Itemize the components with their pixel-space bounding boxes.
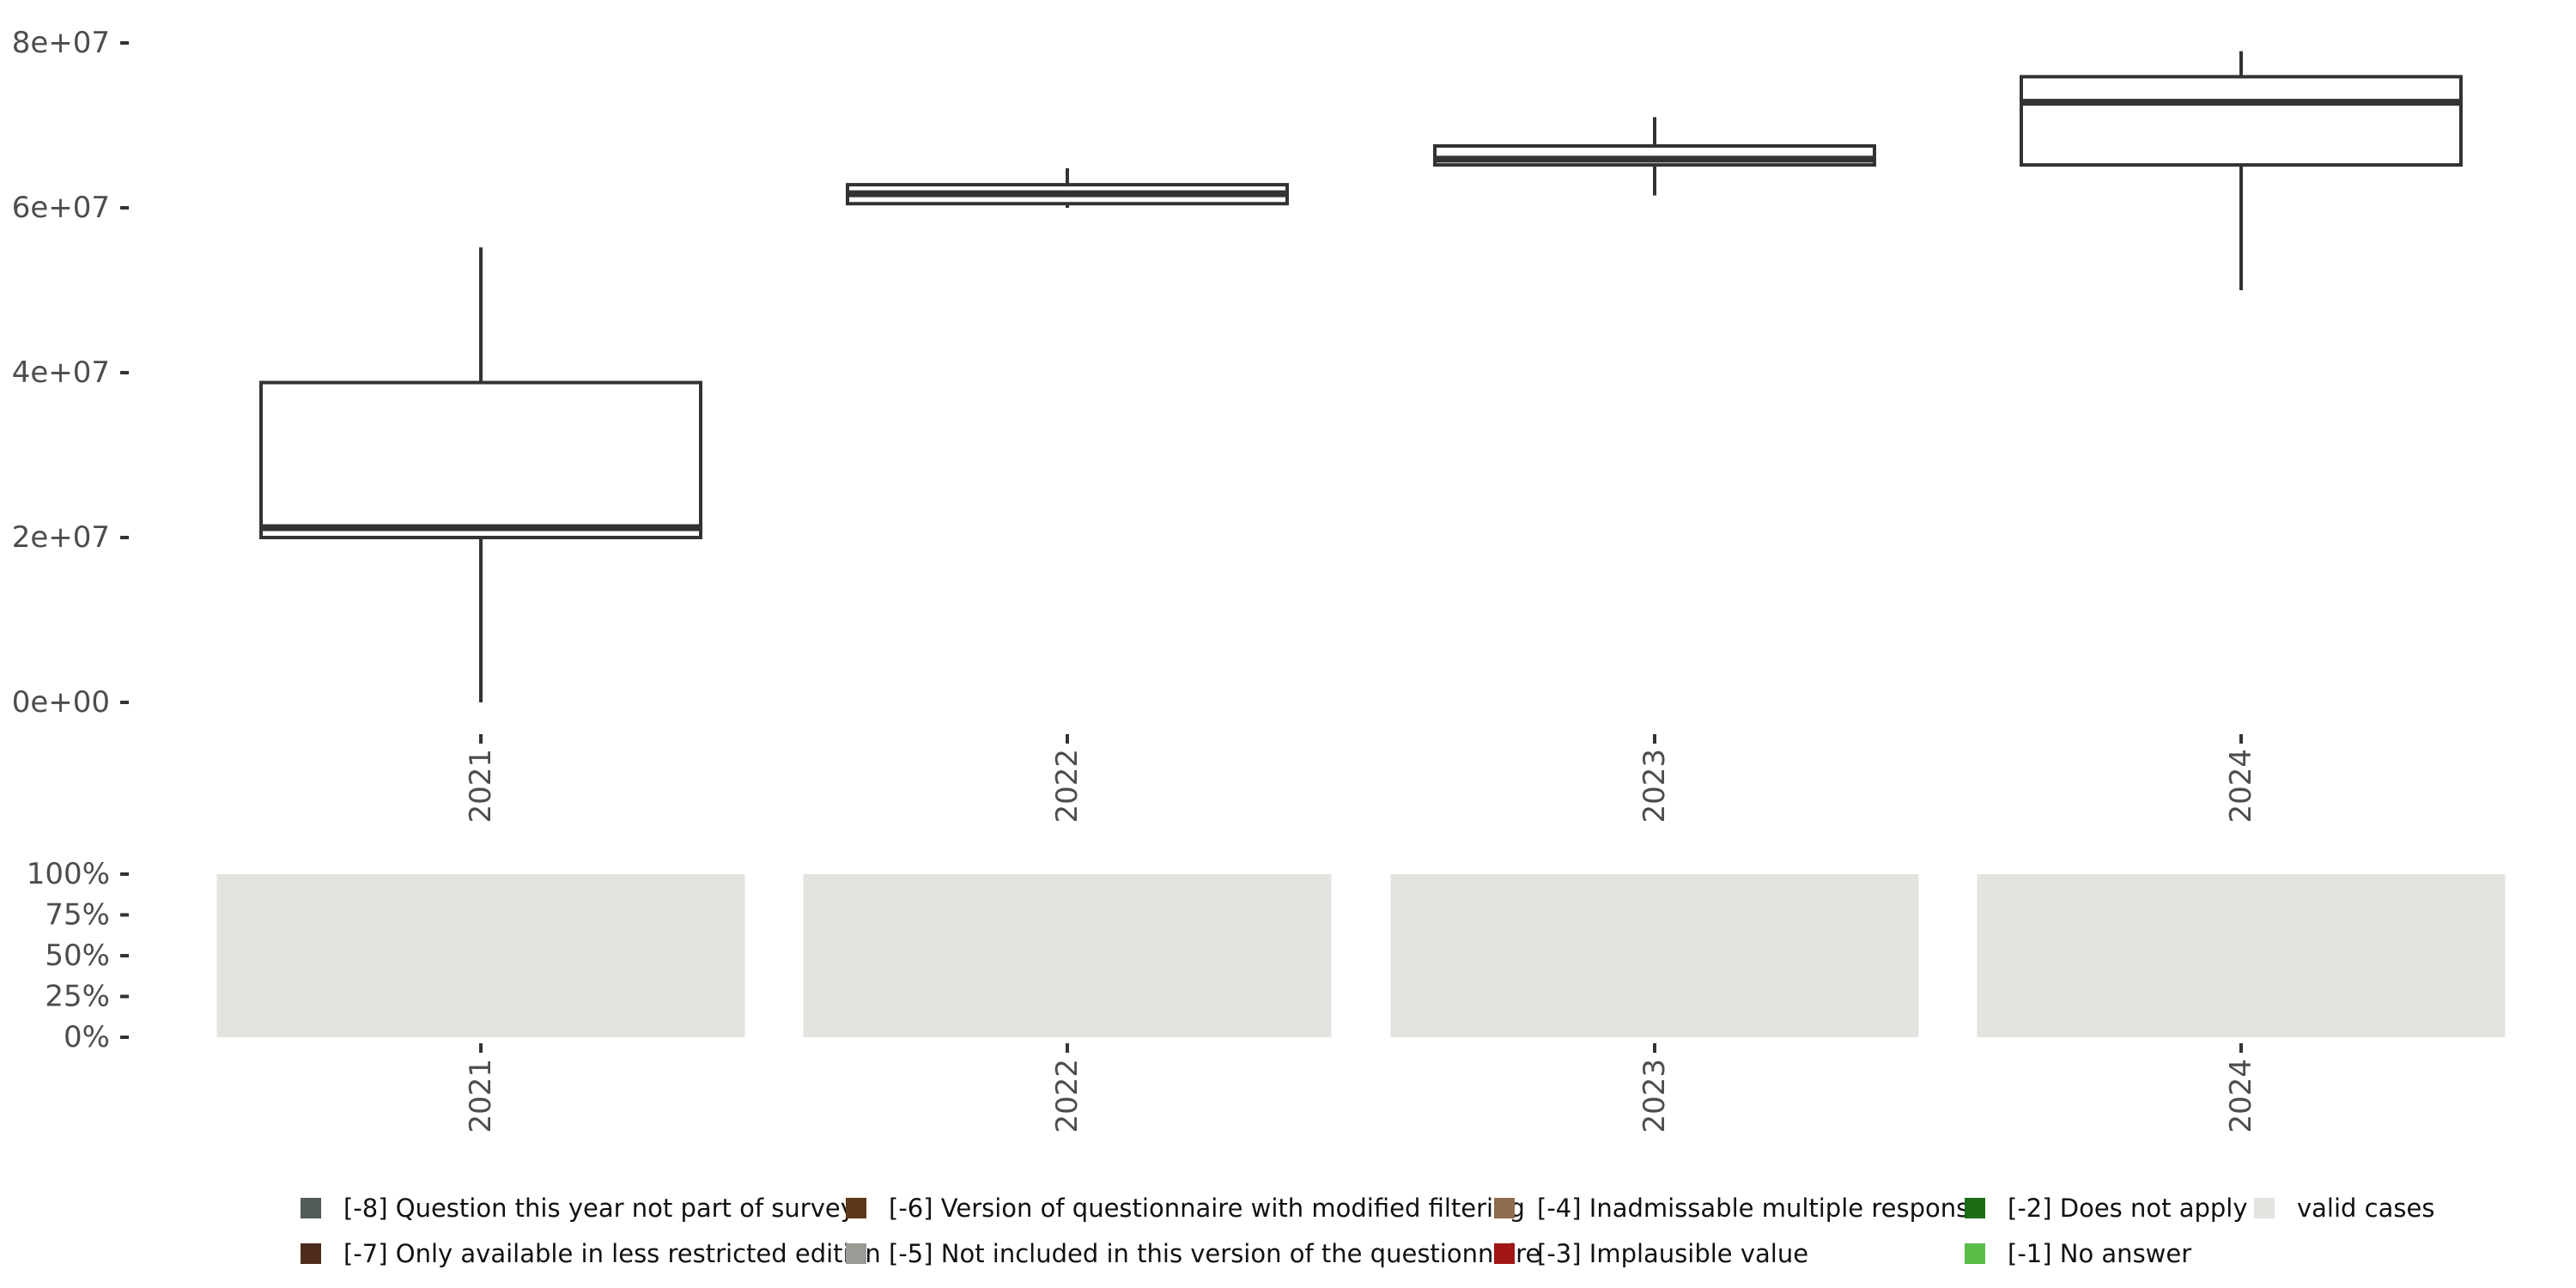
legend-swatch [1965, 1198, 1985, 1218]
legend-item: valid cases [2254, 1194, 2434, 1223]
missingness-bar-panel: 0% 25% 50% 75% 100% 2021 2022 2023 2024 [27, 857, 2506, 1133]
box-iqr [2020, 75, 2463, 167]
legend-swatch [301, 1198, 321, 1218]
legend-item: [-6] Version of questionnaire with modif… [846, 1194, 1525, 1223]
x-tick-label: 2024 [2224, 1059, 2258, 1133]
x-tick-label: 2023 [1637, 1059, 1672, 1133]
x-tick-label: 2022 [1050, 1059, 1084, 1133]
legend-swatch [1494, 1198, 1515, 1218]
legend-item: [-2] Does not apply [1965, 1194, 2248, 1223]
y-tick-label: 4e+07 [12, 355, 110, 390]
legend-label: [-5] Not included in this version of the… [889, 1239, 1540, 1268]
legend-swatch [1965, 1243, 1985, 1264]
bar-segment [216, 874, 745, 1037]
box-2023 [1433, 117, 1876, 196]
x-tick-label: 2024 [2224, 749, 2258, 823]
x-tick-label: 2023 [1637, 749, 1672, 823]
legend-label: [-3] Implausible value [1537, 1239, 1808, 1268]
legend-item: [-8] Question this year not part of surv… [301, 1194, 855, 1223]
legend-item: [-3] Implausible value [1494, 1239, 1808, 1268]
legend-item: [-5] Not included in this version of the… [846, 1239, 1540, 1268]
box-2024 [2020, 51, 2463, 290]
bar-segment [1390, 874, 1919, 1037]
legend-item: [-7] Only available in less restricted e… [301, 1239, 881, 1268]
legend-label: [-2] Does not apply [2008, 1194, 2248, 1223]
legend-item: [-4] Inadmissable multiple response [1494, 1194, 1984, 1223]
y-tick-label: 75% [45, 898, 110, 933]
y-tick-label: 8e+07 [12, 26, 110, 60]
legend-label: [-4] Inadmissable multiple response [1537, 1194, 1984, 1223]
box-2021 [259, 247, 702, 702]
x-tick-label: 2021 [464, 1059, 498, 1133]
box-iqr [259, 380, 702, 539]
y-tick-label: 25% [45, 980, 110, 1014]
legend-swatch [846, 1243, 866, 1264]
legend-label: [-7] Only available in less restricted e… [343, 1239, 881, 1268]
legend-swatch [846, 1198, 866, 1218]
y-tick-label: 50% [45, 939, 110, 973]
legend-label: [-1] No answer [2008, 1239, 2191, 1268]
y-tick-label: 2e+07 [12, 520, 110, 555]
x-tick-label: 2021 [464, 749, 498, 823]
boxplot-panel: 0e+00 2e+07 4e+07 6e+07 8e+07 2021 2022 2023 202… [12, 26, 2463, 823]
bar-segment [1977, 874, 2506, 1037]
y-tick-label: 100% [27, 857, 110, 891]
legend: [-8] Question this year not part of surv… [301, 1194, 2434, 1268]
legend-label: [-6] Version of questionnaire with modif… [889, 1194, 1525, 1223]
y-tick-label: 6e+07 [12, 191, 110, 225]
y-tick-label: 0% [64, 1020, 110, 1054]
legend-swatch [301, 1243, 321, 1264]
legend-swatch [1494, 1243, 1515, 1264]
legend-label: [-8] Question this year not part of surv… [343, 1194, 855, 1223]
legend-label: valid cases [2297, 1194, 2434, 1223]
legend-item: [-1] No answer [1965, 1239, 2191, 1268]
legend-swatch [2254, 1198, 2275, 1218]
x-tick-label: 2022 [1050, 749, 1084, 823]
y-tick-label: 0e+00 [12, 685, 110, 720]
box-2022 [846, 167, 1289, 208]
bar-segment [803, 874, 1332, 1037]
